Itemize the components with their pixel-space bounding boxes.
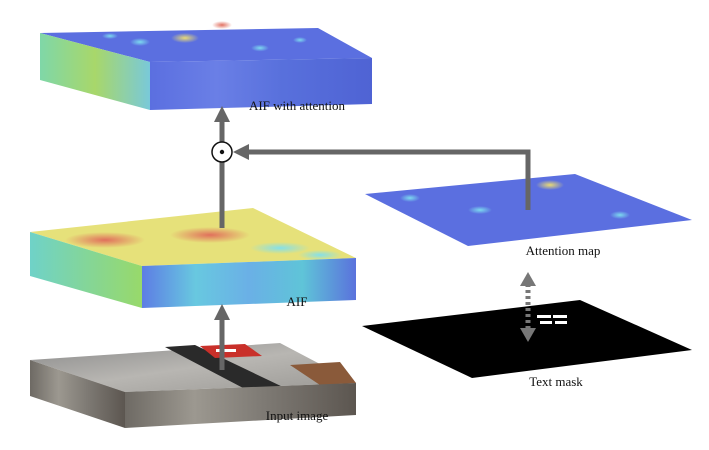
aif-label: AIF bbox=[287, 294, 308, 309]
attention-map-spot bbox=[400, 194, 420, 202]
aif-attention-hotspot bbox=[212, 21, 232, 29]
text-mask-glyph bbox=[540, 321, 552, 324]
aif-attention-front-face bbox=[150, 58, 372, 110]
aif-with-attention-label: AIF with attention bbox=[249, 98, 346, 113]
input-image-front-face bbox=[125, 383, 356, 428]
attention-map-spot bbox=[468, 206, 492, 214]
arrow-head-input-to-aif bbox=[214, 304, 230, 320]
input-image-block: Input image bbox=[30, 343, 356, 428]
attention-map-hotspot bbox=[536, 180, 564, 190]
aif-cool-spot bbox=[298, 250, 342, 260]
aif-block: AIF bbox=[30, 208, 356, 309]
elementwise-product-operator bbox=[211, 141, 233, 163]
aif-attention-hotspot bbox=[171, 33, 199, 43]
attention-map-spot bbox=[610, 211, 630, 219]
text-mask-glyph bbox=[553, 315, 567, 318]
aif-with-attention-block: AIF with attention bbox=[40, 21, 372, 113]
aif-hotspot bbox=[170, 227, 250, 243]
aif-front-face bbox=[142, 258, 356, 308]
aif-attention-left-face bbox=[40, 33, 150, 110]
text-mask-label: Text mask bbox=[529, 374, 583, 389]
text-mask-block: Text mask bbox=[362, 300, 692, 389]
dashed-arrow-head-up bbox=[520, 272, 536, 286]
operator-dot bbox=[219, 149, 225, 155]
aif-attention-spot bbox=[251, 44, 269, 52]
input-image-sign-text bbox=[216, 349, 236, 352]
input-image-top-face bbox=[30, 343, 356, 392]
arrows bbox=[214, 106, 536, 370]
arrow-attention-to-operator bbox=[246, 149, 531, 210]
aif-attention-top-face bbox=[40, 28, 372, 62]
aif-hotspot bbox=[65, 232, 145, 248]
aif-attention-spot bbox=[102, 33, 118, 39]
aif-attention-spot bbox=[130, 38, 150, 46]
input-image-label: Input image bbox=[266, 408, 329, 423]
text-mask-glyph bbox=[555, 321, 567, 324]
text-mask-glyph bbox=[537, 315, 551, 318]
input-image-brick-area bbox=[290, 362, 356, 385]
input-image-road-strip bbox=[165, 345, 285, 389]
dashed-arrow-head-down bbox=[520, 328, 536, 342]
input-image-left-face bbox=[30, 360, 125, 428]
aif-left-face bbox=[30, 232, 142, 308]
aif-attention-spot bbox=[293, 37, 307, 43]
aif-cool-spot bbox=[250, 242, 310, 254]
arrow-head-attention-to-operator bbox=[233, 144, 249, 160]
arrow-head-operator-to-output bbox=[214, 106, 230, 122]
attention-map-label: Attention map bbox=[526, 243, 601, 258]
